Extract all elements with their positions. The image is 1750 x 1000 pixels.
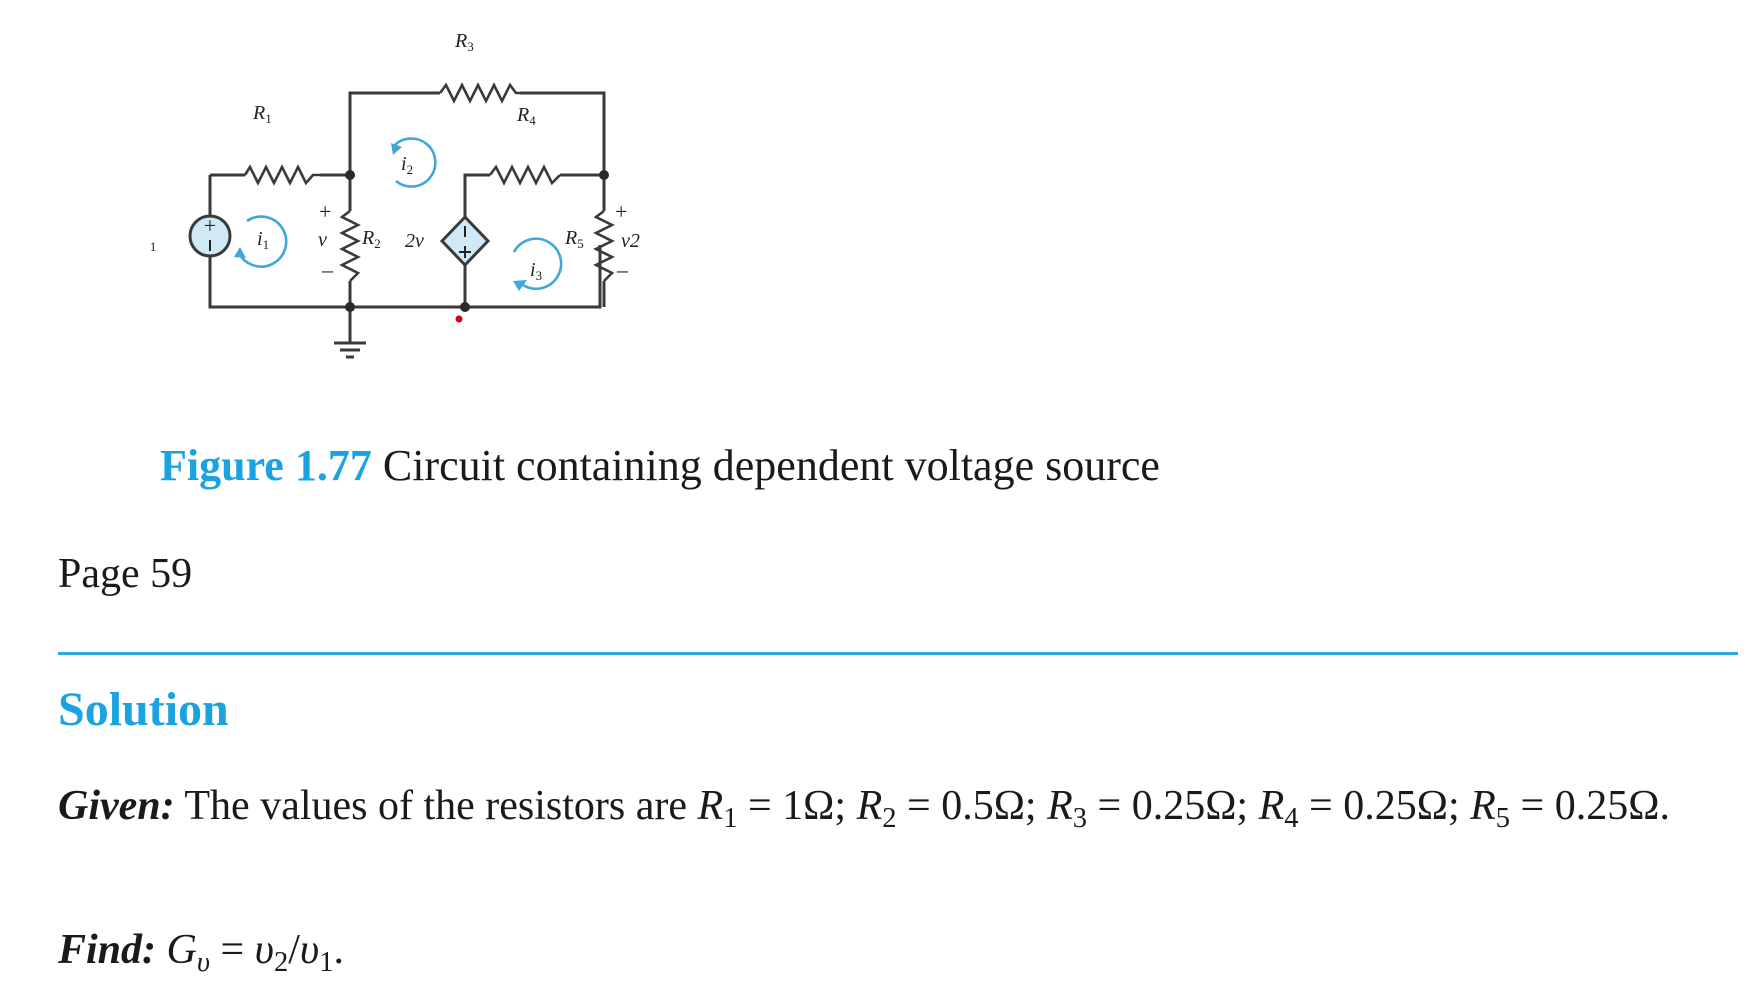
resistor-r2-value: R2 = 0.5Ω; [856,783,1037,834]
resistor-r3 [438,82,520,104]
loop-arrow-i1 [234,215,288,268]
figure-number: Figure 1.77 [160,441,372,490]
page-number: Page 59 [58,551,193,597]
resistor-r3-value: R3 = 0.25Ω; [1047,783,1249,834]
loop-arrow-i3 [512,237,563,291]
node-ground [345,302,355,312]
label-r1: R1 [252,102,272,126]
solution-heading: Solution [58,683,229,736]
label-v1: v1 [150,230,156,254]
svg-text:+: + [204,213,216,238]
minus-v: – [321,257,334,282]
loop-arrow-i2 [391,137,437,188]
node-top-right [599,170,609,180]
minus-v2: – [616,257,629,282]
label-i2: i2 [401,153,413,177]
label-v2: v2 [621,230,640,252]
plus-v: + [319,199,331,224]
node-bottom-source [460,302,470,312]
label-r4: R4 [516,104,536,128]
label-dependent-source: 2v [405,230,424,252]
resistor-r2 [339,209,361,282]
dependent-voltage-source [439,214,491,268]
ground-symbol [334,341,366,359]
find-label: Find: [58,927,157,973]
resistor-r1-value: R1 = 1Ω; [697,783,847,834]
resistor-r1 [243,164,320,186]
given-text: The values of the resistors are [184,783,688,829]
given-label: Given: [58,783,175,829]
plus-v2: + [615,199,627,224]
circuit-diagram: + R1 R3 R4 R2 R5 v1 v2 v 2v i1 i2 i3 + –… [150,30,640,359]
node-top-left [345,170,355,180]
voltage-source-v1: + [188,213,232,258]
label-r3: R3 [454,30,474,54]
section-divider [58,652,1738,655]
label-v: v [318,229,327,251]
wire-r1-left [208,173,602,309]
resistor-r5 [593,209,615,282]
red-mark-dot [455,315,463,323]
label-r5: R5 [564,227,584,251]
resistor-r5-value: R5 = 0.25Ω. [1470,783,1670,834]
label-i3: i3 [530,259,542,283]
label-r2: R2 [361,227,381,251]
find-equation: Gυ = υ2/υ1. [166,927,344,978]
given-paragraph: Given: The values of the resistors are R… [58,770,1738,842]
resistor-r4 [488,164,561,186]
label-i1: i1 [257,228,269,252]
resistor-r4-value: R4 = 0.25Ω; [1258,783,1460,834]
figure-caption: Figure 1.77 Circuit containing dependent… [160,440,1160,493]
figure-caption-text: Circuit containing dependent voltage sou… [382,441,1160,490]
wire-top-network [320,91,606,217]
find-paragraph: Find: Gυ = υ2/υ1. [58,920,344,980]
